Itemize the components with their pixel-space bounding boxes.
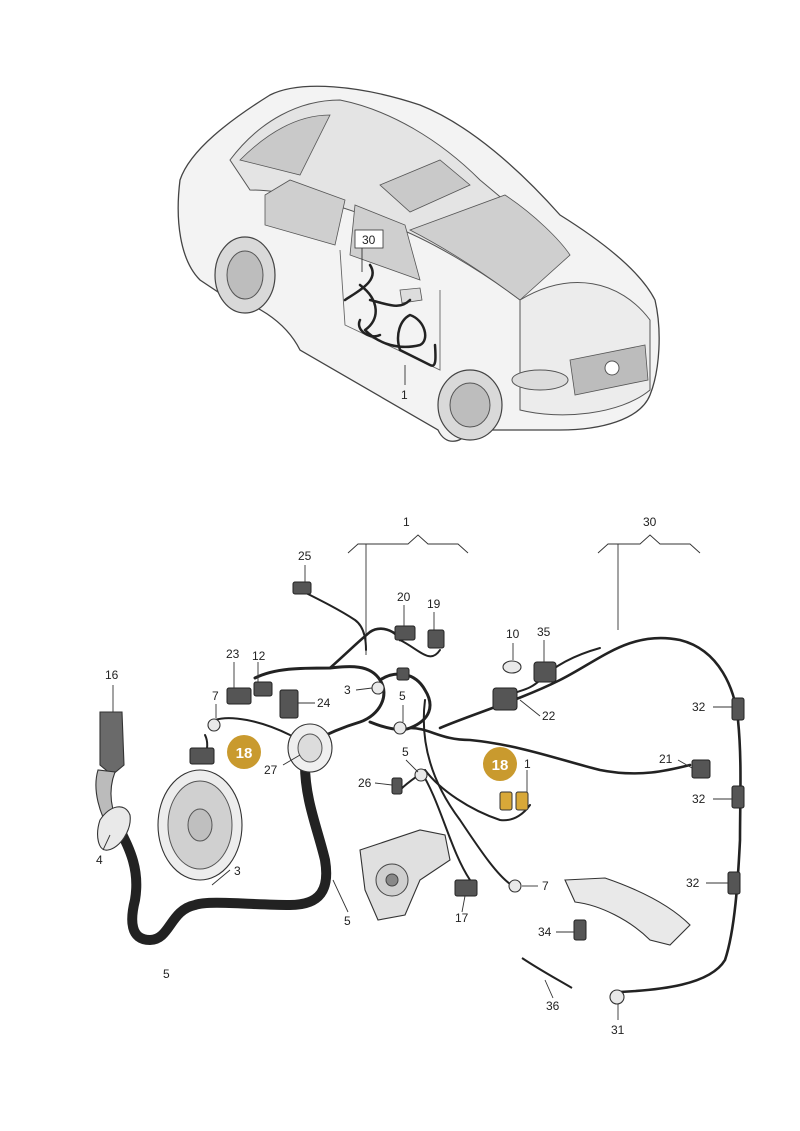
front-wheel-icon bbox=[437, 369, 503, 441]
callout-26: 26 bbox=[358, 776, 372, 790]
connector-19 bbox=[427, 629, 445, 649]
svg-text:18: 18 bbox=[492, 757, 509, 774]
connector-20 bbox=[394, 625, 416, 641]
callout-5b: 5 bbox=[402, 745, 409, 759]
callout-22: 22 bbox=[542, 709, 556, 723]
connector-17 bbox=[454, 879, 478, 897]
connector-24 bbox=[279, 689, 299, 719]
connector-23 bbox=[226, 687, 252, 705]
connector-21 bbox=[691, 759, 711, 779]
car-illustration: 30 1 bbox=[177, 85, 660, 442]
callout-23: 23 bbox=[226, 647, 240, 661]
connector-16 bbox=[95, 711, 125, 833]
callout-32b: 32 bbox=[692, 792, 706, 806]
callout-35: 35 bbox=[537, 625, 551, 639]
connector-26 bbox=[391, 777, 403, 795]
callout-36: 36 bbox=[546, 999, 560, 1013]
svg-text:18: 18 bbox=[236, 745, 253, 762]
callout-1: 1 bbox=[524, 757, 531, 771]
callout-30-top: 30 bbox=[362, 233, 376, 247]
callout-24: 24 bbox=[317, 696, 331, 710]
grommet-27 bbox=[287, 723, 333, 773]
window-motor-icon bbox=[359, 829, 451, 921]
sensor-34 bbox=[573, 919, 587, 941]
callout-5a: 5 bbox=[399, 689, 406, 703]
loudspeaker-icon bbox=[157, 769, 243, 881]
callout-10: 10 bbox=[506, 627, 520, 641]
callout-4: 4 bbox=[96, 853, 103, 867]
callout-16: 16 bbox=[105, 668, 119, 682]
cable-tie-36 bbox=[521, 957, 573, 989]
callout-3a: 3 bbox=[344, 683, 351, 697]
badge-18-left: 18 bbox=[227, 735, 261, 769]
connector-small-5 bbox=[396, 667, 410, 681]
clip-32b bbox=[731, 785, 745, 809]
callout-7b: 7 bbox=[542, 879, 549, 893]
clip-32c bbox=[727, 871, 741, 895]
rear-wheel-icon bbox=[214, 236, 276, 314]
part-18-highlighted bbox=[499, 791, 529, 811]
callout-17: 17 bbox=[455, 911, 469, 925]
callout-25: 25 bbox=[298, 549, 312, 563]
callout-31: 31 bbox=[611, 1023, 625, 1037]
callout-3b: 3 bbox=[234, 864, 241, 878]
door-handle-icon bbox=[564, 877, 691, 946]
callout-19: 19 bbox=[427, 597, 441, 611]
callout-labels: 25 20 19 10 35 23 12 3 5 24 22 16 7 32 5… bbox=[96, 549, 706, 1037]
grommets-small bbox=[207, 681, 428, 782]
callout-5c: 5 bbox=[344, 914, 351, 928]
door-harness-icon bbox=[343, 263, 437, 367]
grommet-10 bbox=[502, 660, 522, 674]
connector-7a bbox=[189, 747, 215, 765]
badge-logo-icon bbox=[604, 360, 620, 376]
callout-1-top: 1 bbox=[401, 388, 408, 402]
connector-35 bbox=[533, 661, 557, 683]
group-bracket-30: 30 bbox=[597, 515, 701, 630]
callout-32a: 32 bbox=[692, 700, 706, 714]
callout-32c: 32 bbox=[686, 876, 700, 890]
connector-25 bbox=[292, 581, 312, 595]
leader-lines bbox=[102, 565, 732, 1020]
grommet-31 bbox=[609, 989, 625, 1005]
connector-12 bbox=[253, 681, 273, 697]
callout-27: 27 bbox=[264, 763, 278, 777]
grommet-4 bbox=[97, 806, 131, 851]
callout-5d: 5 bbox=[163, 967, 170, 981]
svg-text:30: 30 bbox=[643, 515, 657, 529]
connector-22 bbox=[492, 687, 518, 711]
callout-12: 12 bbox=[252, 649, 266, 663]
svg-text:1: 1 bbox=[403, 515, 410, 529]
callout-20: 20 bbox=[397, 590, 411, 604]
grommet-7b bbox=[508, 879, 522, 893]
callout-21: 21 bbox=[659, 752, 673, 766]
headlight-icon bbox=[511, 369, 569, 391]
callout-34: 34 bbox=[538, 925, 552, 939]
callout-7a: 7 bbox=[212, 689, 219, 703]
clip-32a bbox=[731, 697, 745, 721]
badge-18-right: 18 bbox=[483, 747, 517, 781]
